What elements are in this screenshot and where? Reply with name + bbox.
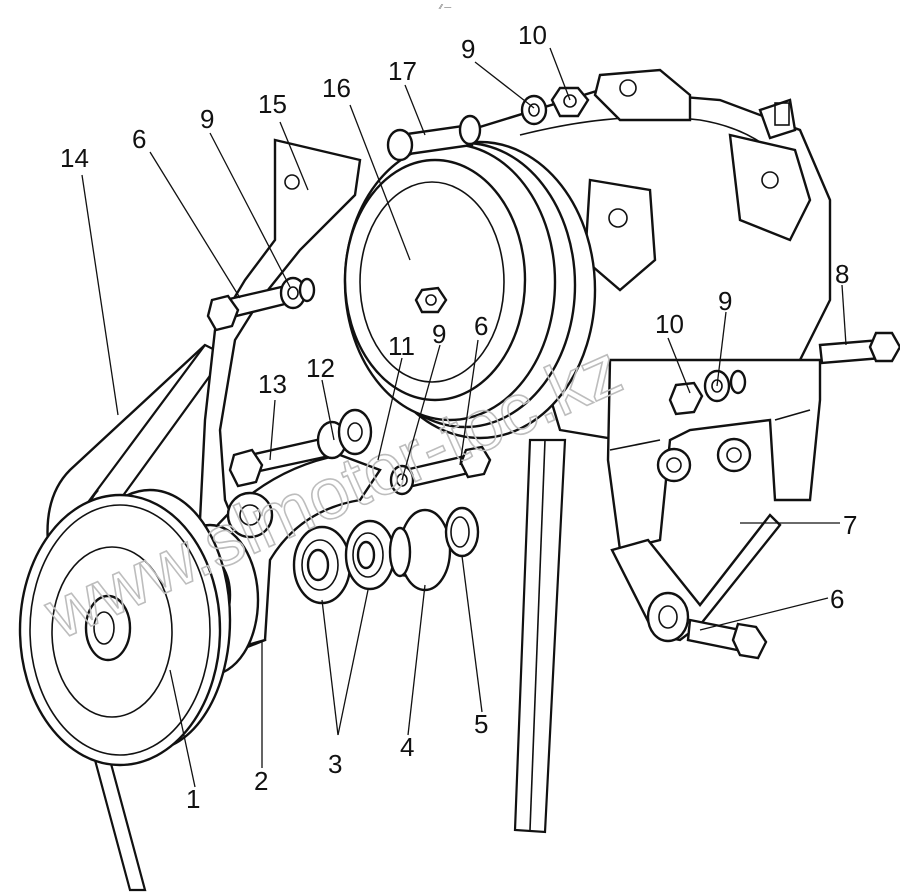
- callout-6a: 6: [132, 124, 146, 154]
- drive-belt-vertical: [513, 438, 567, 834]
- callout-1: 1: [186, 784, 200, 814]
- callout-11: 11: [388, 331, 415, 361]
- tensioner-pulley-1: [18, 488, 260, 767]
- callout-10b: 10: [655, 309, 684, 339]
- spacer-4: [388, 508, 452, 592]
- callout-4: 4: [400, 732, 414, 762]
- callout-13: 13: [258, 369, 287, 399]
- callout-6c: 6: [830, 584, 844, 614]
- callout-16: 16: [322, 73, 351, 103]
- callout-5: 5: [474, 709, 488, 739]
- bolt-13: [228, 408, 373, 488]
- bolt-17: [386, 114, 482, 162]
- bearings-3: [292, 519, 396, 605]
- callout-2: 2: [254, 766, 268, 796]
- snap-ring-5: [444, 506, 480, 558]
- bolt-8: [818, 331, 900, 365]
- callout-9b: 9: [461, 34, 475, 64]
- adjusting-bracket-7: [606, 358, 822, 643]
- callout-14: 14: [60, 143, 89, 173]
- callout-12: 12: [306, 353, 335, 383]
- callout-7: 7: [843, 510, 857, 540]
- callout-10a: 10: [518, 20, 547, 50]
- alternator-pulley-16: [343, 140, 597, 440]
- callout-17: 17: [388, 56, 417, 86]
- callout-9a: 9: [200, 104, 214, 134]
- bolt-6-lower: [686, 618, 768, 660]
- callout-9c: 9: [432, 319, 446, 349]
- callout-9d: 9: [718, 286, 732, 316]
- leader-lines: [81, 47, 847, 788]
- callout-6b: 6: [474, 311, 488, 341]
- callout-labels: 1 2 3 4 5 6 6 6 7 8 9 9 9 9 10 10 11 12 …: [60, 20, 857, 814]
- callout-15: 15: [258, 89, 287, 119]
- bolt-6-upper: [206, 276, 316, 332]
- callout-8: 8: [835, 259, 849, 289]
- top-mark: ⁄⁄ —: [438, 4, 451, 11]
- callout-3: 3: [328, 749, 342, 779]
